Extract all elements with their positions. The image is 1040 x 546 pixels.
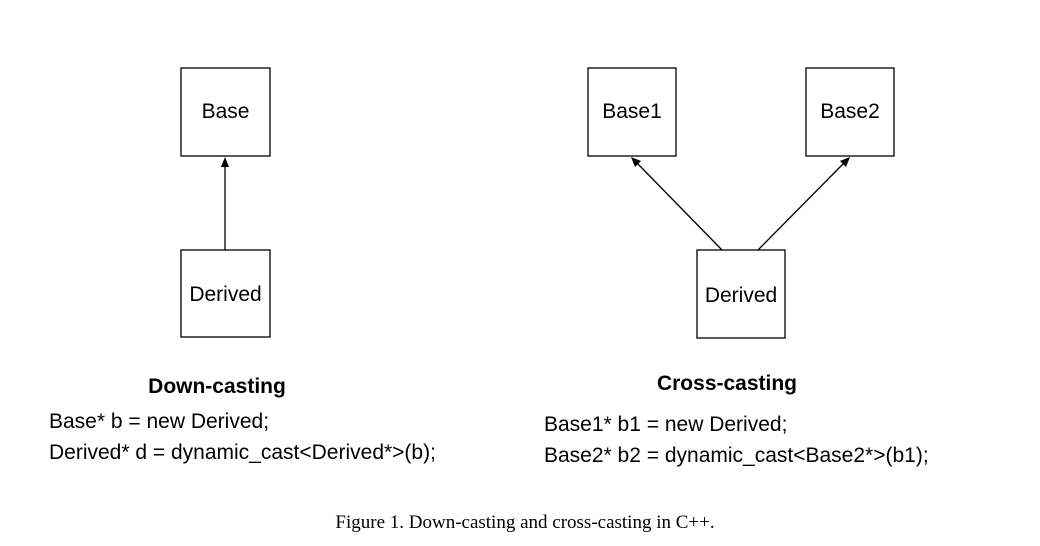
down-casting-heading: Down-casting xyxy=(148,375,286,398)
derived-node-label: Derived xyxy=(189,283,261,306)
code-line: Base* b = new Derived; xyxy=(49,410,269,433)
base1-node-label: Base1 xyxy=(602,100,662,123)
code-line: Derived* d = dynamic_cast<Derived*>(b); xyxy=(49,441,436,464)
base2-node xyxy=(805,67,895,157)
derived-node-label: Derived xyxy=(705,284,777,307)
arrowhead xyxy=(631,157,641,167)
inheritance-edge xyxy=(757,162,845,251)
cross-casting-heading: Cross-casting xyxy=(657,372,797,395)
derived-node xyxy=(180,249,271,338)
inheritance-edge xyxy=(636,162,723,251)
derived-node xyxy=(696,249,786,339)
cross-casting-panel: Base1 Base2 Derived Cross-casting Base1*… xyxy=(544,67,929,467)
down-casting-panel: Base Derived Down-casting Base* b = new … xyxy=(49,67,436,464)
arrowhead xyxy=(221,157,229,167)
base-node-label: Base xyxy=(202,100,250,123)
base-node xyxy=(180,67,271,157)
code-line: Base2* b2 = dynamic_cast<Base2*>(b1); xyxy=(544,444,929,467)
arrowhead xyxy=(840,157,850,167)
code-line: Base1* b1 = new Derived; xyxy=(544,413,787,436)
base2-node-label: Base2 xyxy=(820,100,880,123)
figure-caption: Figure 1. Down-casting and cross-casting… xyxy=(335,512,714,533)
base1-node xyxy=(587,67,677,157)
